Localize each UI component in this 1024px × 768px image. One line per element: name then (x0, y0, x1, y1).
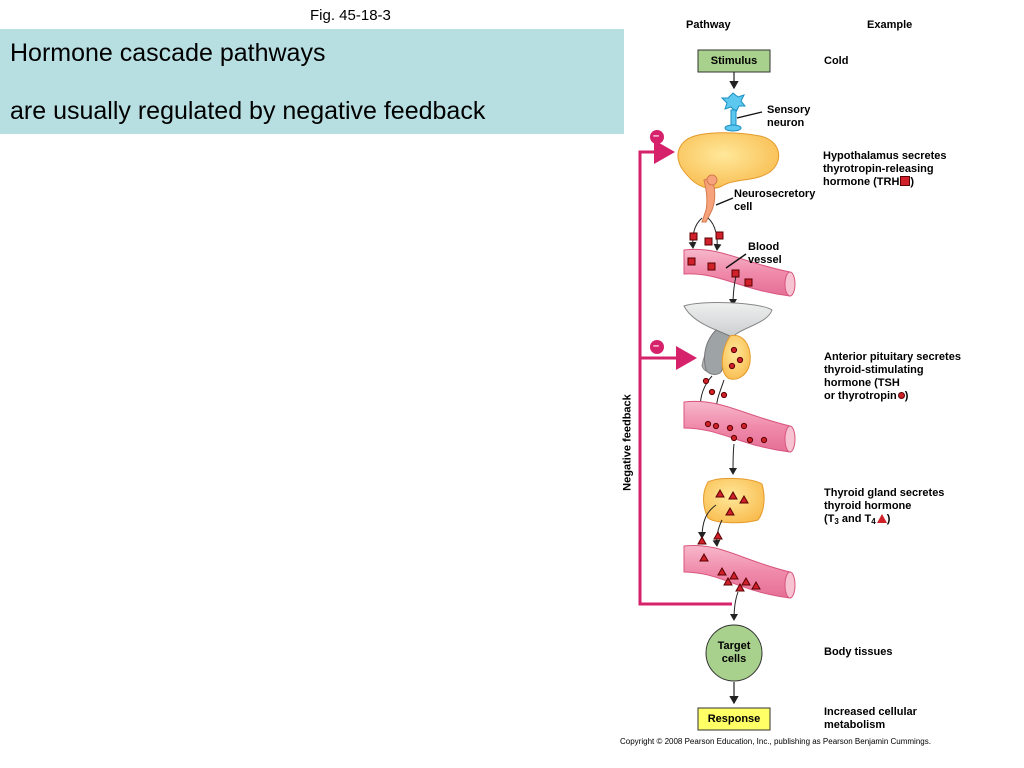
metabolism-line-2: metabolism (824, 719, 886, 731)
metabolism-line-1: Increased cellular (824, 706, 917, 718)
blood-vessel-2 (683, 400, 796, 475)
neurosecretory-cell-label: Neurosecretory cell (734, 188, 815, 214)
thyroid-line-2: thyroid hormone (824, 500, 912, 512)
sensory-neuron-label: Sensory neuron (767, 104, 810, 130)
minus-sign-2: – (653, 340, 660, 352)
example-cold: Cold (824, 55, 849, 67)
response-label: Response (707, 713, 761, 725)
blood-vessel-line-1: Blood (748, 241, 780, 253)
stimulus-label: Stimulus (710, 55, 758, 67)
copyright-notice: Copyright © 2008 Pearson Education, Inc.… (620, 737, 931, 746)
trh-release (688, 217, 724, 251)
title-banner: Hormone cascade pathways are usually reg… (0, 29, 624, 134)
pituitary-line-3: hormone (TSH (824, 377, 900, 389)
target-cells-line-1: Target (717, 640, 751, 652)
tsh-release (696, 375, 728, 413)
anterior-pituitary-icon (683, 302, 773, 380)
hypothalamus-line-2: thyrotropin-releasing (823, 163, 934, 175)
inhibition-marker-2 (650, 340, 664, 354)
inhibition-marker-1 (650, 130, 664, 144)
hypothalamus-line-3: hormone (TRH (823, 176, 900, 188)
example-anterior-pituitary: Anterior pituitary secretes thyroid-stim… (824, 351, 961, 403)
example-header: Example (867, 19, 913, 31)
negative-feedback-line (638, 140, 732, 606)
target-cells-label: Target cells (706, 640, 762, 666)
thyroid-line-3a: (T (824, 513, 835, 525)
pituitary-line-2: thyroid-stimulating (824, 364, 924, 376)
target-cells-line-2: cells (721, 653, 747, 665)
thyroid-line-3c: ) (886, 513, 891, 525)
thyroid-line-1: Thyroid gland secretes (824, 487, 945, 499)
pituitary-line-4-end: ) (904, 390, 909, 402)
hormone-cascade-diagram (638, 49, 796, 731)
negative-feedback-label: Negative feedback (621, 394, 634, 491)
response-box (697, 707, 771, 731)
example-thyroid: Thyroid gland secretes thyroid hormone (… (824, 487, 944, 528)
blood-vessel-3 (683, 544, 796, 621)
thyroid-gland-icon (703, 477, 765, 524)
sensory-neuron-icon (720, 92, 763, 132)
neurosecretory-line-1: Neurosecretory (734, 188, 816, 200)
pathway-header: Pathway (686, 19, 731, 31)
example-metabolism: Increased cellular metabolism (824, 706, 917, 732)
hypothalamus-line-1: Hypothalamus secretes (823, 150, 947, 162)
pituitary-line-4: or thyrotropin (824, 390, 897, 402)
neurosecretory-line-2: cell (734, 201, 753, 213)
banner-title-line-1: Hormone cascade pathways (10, 39, 326, 67)
figure-label: Fig. 45-18-3 (310, 7, 391, 24)
banner-title-line-2: are usually regulated by negative feedba… (10, 97, 486, 125)
example-body-tissues: Body tissues (824, 646, 893, 658)
t3-subscript: 3 (834, 517, 839, 526)
thyroid-hormone-triangle-icon (876, 514, 887, 523)
pituitary-line-1: Anterior pituitary secretes (824, 351, 961, 363)
example-hypothalamus: Hypothalamus secretes thyrotropin-releas… (823, 150, 947, 189)
thyroid-line-3b: and T (838, 513, 872, 525)
target-cells-circle (705, 624, 763, 682)
hypothalamus-line-3-end: ) (910, 176, 915, 188)
hypothalamus-icon (677, 132, 780, 223)
blood-vessel-1 (683, 248, 796, 306)
sensory-neuron-line-2: neuron (767, 117, 805, 129)
thyroid-hormone-release (697, 504, 723, 547)
trh-square-icon (900, 176, 911, 186)
sensory-neuron-line-1: Sensory (767, 104, 811, 116)
minus-sign-1: – (653, 130, 660, 142)
blood-vessel-label: Blood vessel (748, 241, 782, 267)
t4-subscript: 4 (871, 517, 876, 526)
blood-vessel-line-2: vessel (748, 254, 782, 266)
tsh-dot-icon (897, 392, 905, 399)
